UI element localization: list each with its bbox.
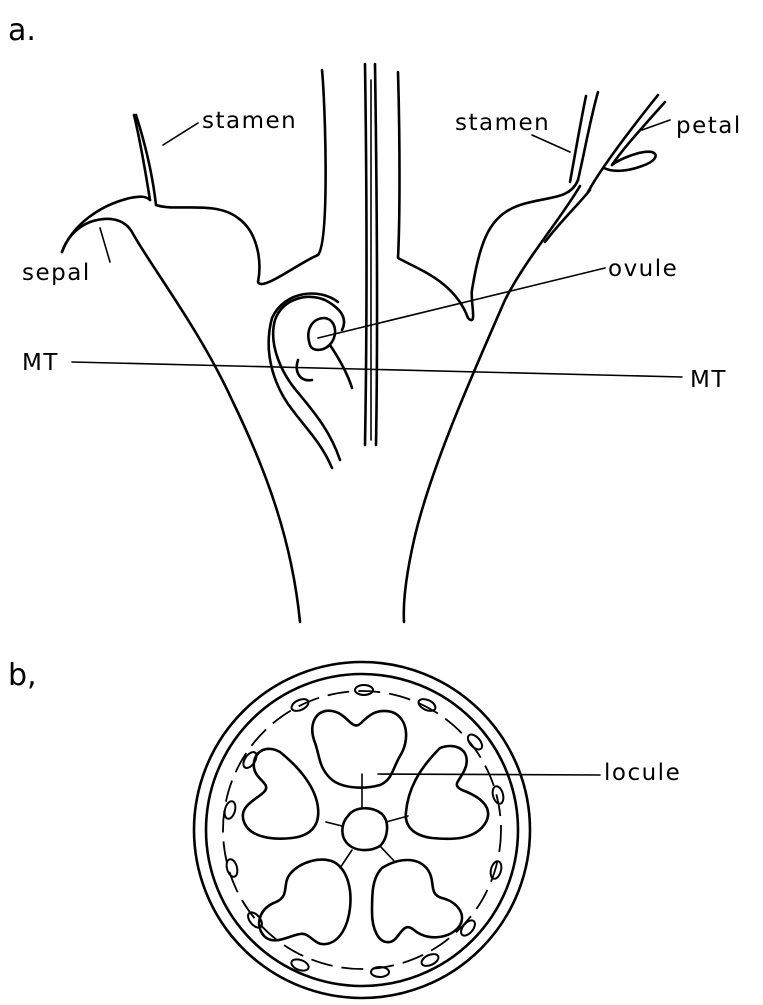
panel-b-label: b, xyxy=(8,658,37,693)
style-right xyxy=(375,64,377,445)
stamen-right-label: stamen xyxy=(455,110,550,136)
mt-left-label: MT xyxy=(22,350,59,376)
sepal-callout xyxy=(100,228,110,262)
petal-label: petal xyxy=(676,113,742,139)
left-stamen xyxy=(134,115,156,205)
sepal-label: sepal xyxy=(22,260,91,286)
locule-left xyxy=(243,749,318,839)
ovule-label: ovule xyxy=(608,256,678,282)
vascular-bundles xyxy=(223,685,505,977)
panel-a-label: a. xyxy=(8,13,36,48)
locule-right xyxy=(406,746,488,839)
panel-b: b, xyxy=(8,658,681,998)
petal xyxy=(588,95,665,192)
locule-label: locule xyxy=(604,760,681,786)
panel-a: a. stamen stamen xyxy=(8,13,742,622)
locule-top xyxy=(312,711,406,788)
right-receptacle-outline xyxy=(404,186,580,622)
left-hypanthium xyxy=(156,70,326,284)
funiculus xyxy=(330,345,352,388)
sepal-upper-edge xyxy=(62,197,150,252)
stamen-left-callout xyxy=(163,123,198,145)
style-left xyxy=(365,64,367,445)
mt-right-label: MT xyxy=(690,367,727,393)
left-receptacle-outline xyxy=(62,219,300,622)
locule-lower-left xyxy=(259,860,350,945)
ovule-lower xyxy=(297,360,312,380)
stamen-left-label: stamen xyxy=(202,108,297,134)
locule-lower-right xyxy=(372,860,462,942)
locule-callout xyxy=(378,774,600,775)
right-stamen xyxy=(570,92,598,182)
stamen-right-callout xyxy=(532,135,570,152)
ovule-callout xyxy=(318,268,605,338)
central-column xyxy=(342,808,387,850)
